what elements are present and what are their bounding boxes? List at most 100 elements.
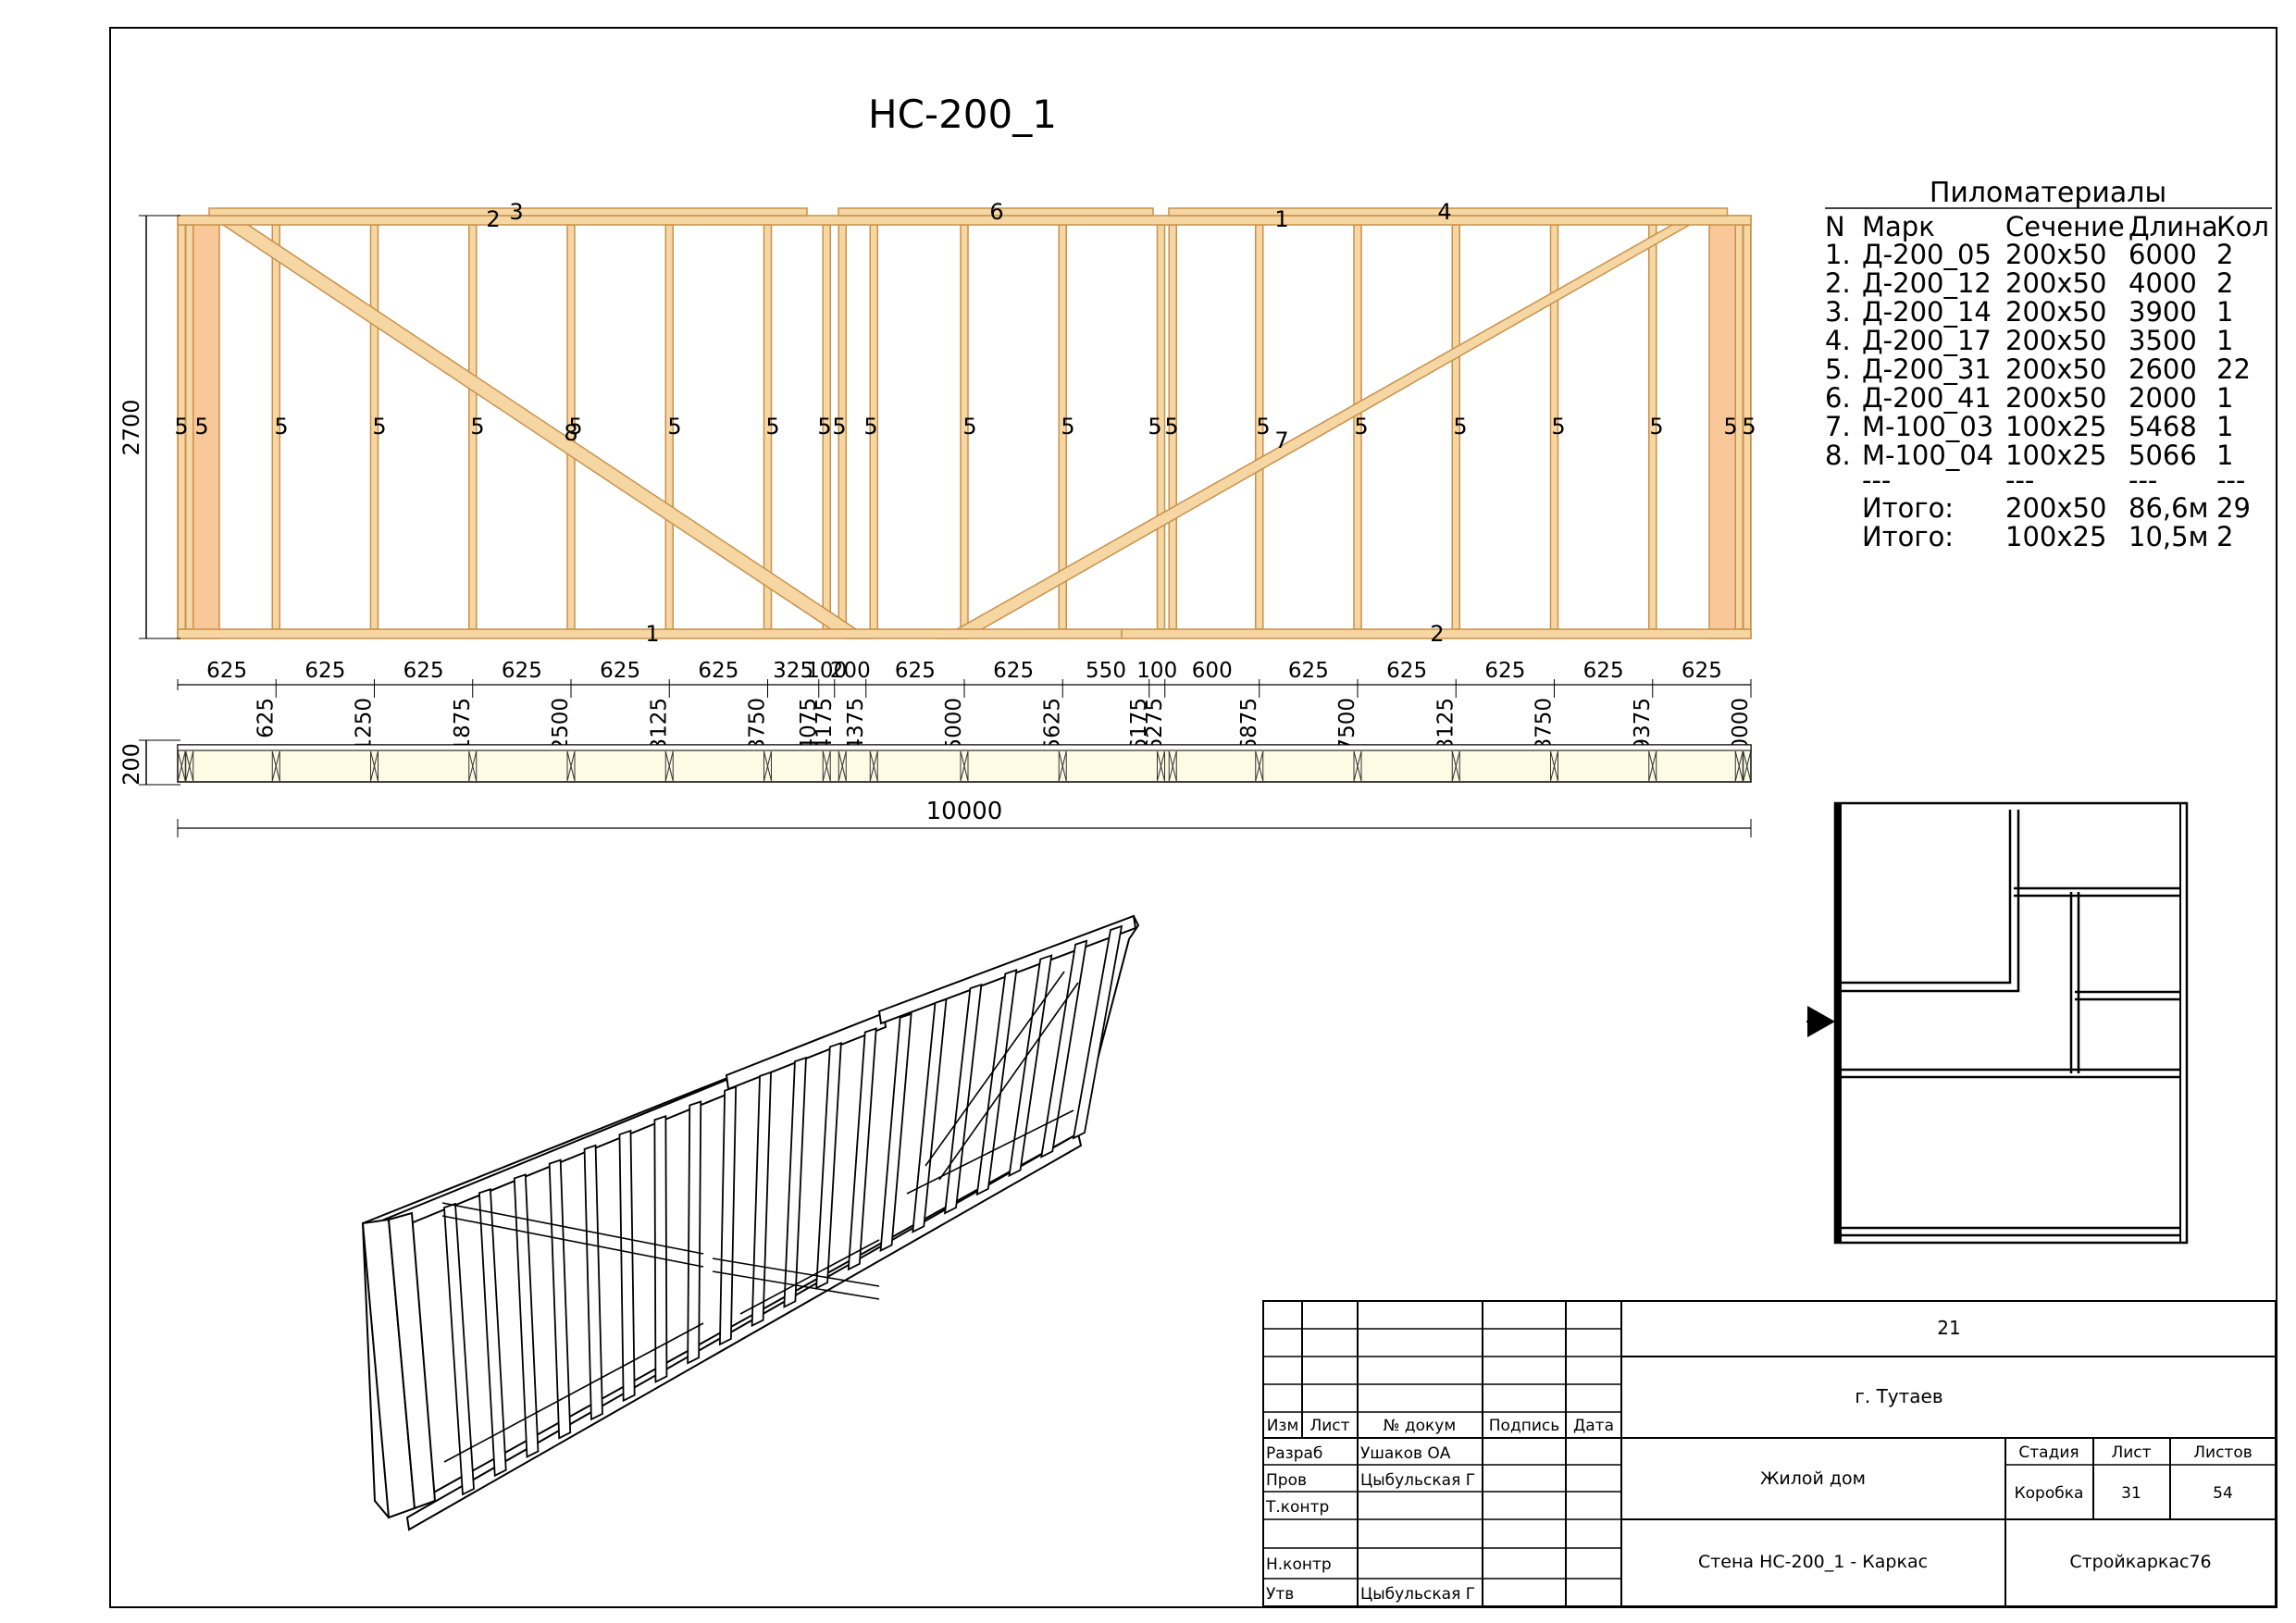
mark-stud-label: 5 [1061, 414, 1074, 440]
top-plate [177, 215, 1752, 226]
lumber-cell: 4. [1825, 325, 1851, 356]
lumber-cell: 200x50 [2005, 325, 2106, 356]
cumulative-dim-label: 2500 [549, 698, 573, 752]
segment-dim-label: 325 [773, 659, 813, 683]
segment-dim-label: 550 [1086, 659, 1126, 683]
lumber-separator: --- [2005, 465, 2034, 496]
lumber-header: N [1825, 211, 1845, 242]
stamp-role: Пров [1266, 1471, 1307, 1490]
svg-text:5: 5 [863, 414, 877, 440]
svg-text:3: 3 [509, 199, 523, 225]
mark-stud-label: 5 [832, 414, 846, 440]
stamp-sheet-label: Лист [2111, 1443, 2151, 1462]
key-plan [1806, 801, 2189, 1245]
mark-top-plate-label: 1 [1274, 206, 1288, 232]
svg-text:5: 5 [372, 414, 386, 440]
mark-stud-label: 5 [1148, 414, 1161, 440]
title-block-text: 21 г. Тутаев Жилой дом Стена НС-200_1 - … [1265, 1317, 2253, 1604]
mark-stud-label: 5 [765, 414, 779, 440]
lumber-header: Длина [2128, 211, 2218, 242]
stamp-name: Цыбульская Г [1360, 1585, 1475, 1604]
svg-text:5: 5 [274, 414, 288, 440]
lumber-cell: 200x50 [2005, 296, 2106, 328]
lumber-total-cell: 86,6м [2128, 492, 2208, 524]
lumber-total-cell: 100x25 [2005, 521, 2106, 552]
svg-text:1: 1 [645, 621, 659, 647]
depth-dimension: 200 [118, 739, 180, 786]
lumber-separator: --- [1862, 465, 1891, 496]
lumber-table-title: Пиломатериалы [1930, 177, 2166, 209]
lumber-cell: Д-200_14 [1862, 296, 1992, 328]
top-double-plate [208, 207, 808, 217]
cumulative-dim-label: 3125 [647, 698, 671, 752]
lumber-header: Кол [2216, 211, 2269, 242]
mark-stud-label: 5 [1354, 414, 1368, 440]
mark-top-plate-label: 3 [509, 199, 523, 225]
mark-stud-label: 5 [174, 414, 188, 440]
svg-text:6: 6 [989, 199, 1003, 225]
lumber-cell: 3900 [2128, 296, 2197, 328]
mark-brace-label: 8 [564, 420, 577, 446]
lumber-separator: --- [2128, 465, 2157, 496]
svg-text:5: 5 [1164, 414, 1178, 440]
lumber-cell: 1 [2216, 296, 2233, 328]
lumber-cell: 3500 [2128, 325, 2197, 356]
lumber-cell: 2600 [2128, 353, 2197, 385]
stamp-name: Цыбульская Г [1360, 1471, 1475, 1490]
svg-text:5: 5 [1256, 414, 1270, 440]
svg-text:5: 5 [1649, 414, 1663, 440]
brace-right [937, 224, 1693, 639]
svg-text:2: 2 [1430, 621, 1444, 647]
lumber-cell: 7. [1825, 411, 1851, 442]
lumber-cell: 1 [2216, 411, 2233, 442]
mark-top-plate-label: 2 [486, 206, 500, 232]
lumber-cell: 3. [1825, 296, 1851, 328]
cumulative-dim-label: 1250 [353, 698, 377, 752]
segment-dim-label: 625 [993, 659, 1034, 683]
top-double-plate [1168, 207, 1729, 217]
lumber-cell: 5468 [2128, 411, 2197, 442]
svg-text:5: 5 [1148, 414, 1161, 440]
segment-dim-label: 100 [1136, 659, 1177, 683]
stamp-col-header: Лист [1309, 1417, 1349, 1435]
cumulative-dim-label: 8750 [1533, 698, 1557, 752]
mark-stud-label: 5 [667, 414, 681, 440]
lumber-cell: 200x50 [2005, 353, 2106, 385]
wall-plan-section [177, 744, 1752, 783]
svg-text:5: 5 [1061, 414, 1074, 440]
svg-text:5: 5 [568, 414, 582, 440]
svg-text:5: 5 [470, 414, 484, 440]
lumber-cell: 5. [1825, 353, 1851, 385]
stamp-object: Жилой дом [1760, 1468, 1866, 1489]
lumber-header: Сечение [2005, 211, 2125, 242]
lumber-separator: --- [2216, 465, 2245, 496]
mark-stud-label: 5 [1723, 414, 1737, 440]
segment-dim-label: 625 [206, 659, 247, 683]
lumber-cell: Д-200_41 [1862, 382, 1992, 414]
segment-dim-label: 625 [895, 659, 936, 683]
cumulative-dim-label: 6175 [1127, 698, 1151, 752]
cumulative-dim-label: 1875 [451, 698, 475, 752]
lumber-cell: 2000 [2128, 382, 2197, 414]
lumber-cell: 8. [1825, 440, 1851, 471]
svg-text:5: 5 [1551, 414, 1565, 440]
svg-text:5: 5 [667, 414, 681, 440]
lumber-total-cell: Итого: [1862, 492, 1954, 524]
segment-dim-label: 200 [830, 659, 871, 683]
view-direction-arrow-icon [1807, 1006, 1835, 1037]
segment-dim-label: 625 [403, 659, 444, 683]
lumber-total-cell: 200x50 [2005, 492, 2106, 524]
svg-text:5: 5 [174, 414, 188, 440]
lumber-cell: 200x50 [2005, 239, 2106, 270]
mark-brace-label: 7 [1274, 427, 1288, 453]
mark-stud-label: 5 [863, 414, 877, 440]
stamp-col-header: Дата [1573, 1417, 1614, 1435]
mark-stud-label: 5 [1453, 414, 1467, 440]
svg-text:7: 7 [1274, 427, 1288, 453]
cumulative-dim-label: 4075 [797, 698, 821, 752]
stamp-stage-label: Стадия [2018, 1443, 2079, 1462]
svg-text:2: 2 [486, 206, 500, 232]
